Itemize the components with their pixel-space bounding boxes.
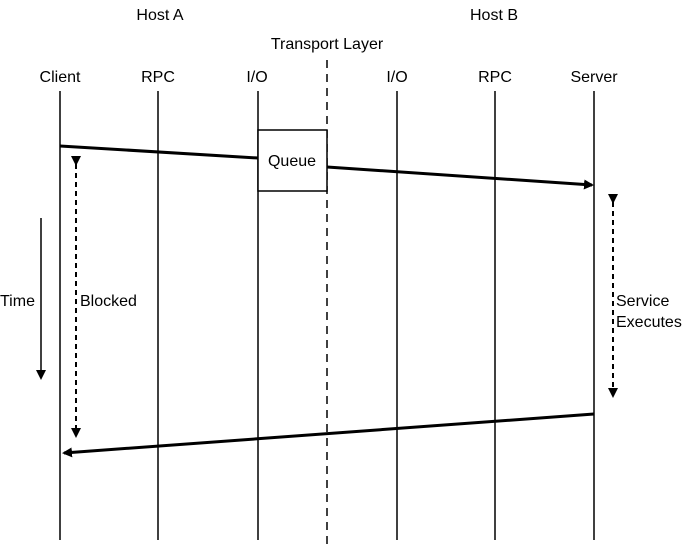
request-arrow-segment-2 [326,165,594,190]
column-label-client: Client [40,69,81,86]
column-label-rpc-b: RPC [478,69,512,86]
service-label-line2: Executes [616,314,682,331]
time-label: Time [0,293,35,310]
transport-layer-label: Transport Layer [271,36,384,53]
host-b-label: Host B [470,7,518,24]
service-label-line1: Service [616,293,669,310]
queue-box [257,129,328,192]
reply-arrow [62,412,595,458]
queue-label: Queue [268,153,316,170]
column-label-io-b: I/O [386,69,407,86]
column-label-server: Server [570,69,618,86]
request-arrow-segment-1 [59,144,259,160]
column-label-io-a: I/O [246,69,267,86]
host-a-label: Host A [136,7,183,24]
blocked-label: Blocked [80,293,137,310]
column-label-rpc-a: RPC [141,69,175,86]
